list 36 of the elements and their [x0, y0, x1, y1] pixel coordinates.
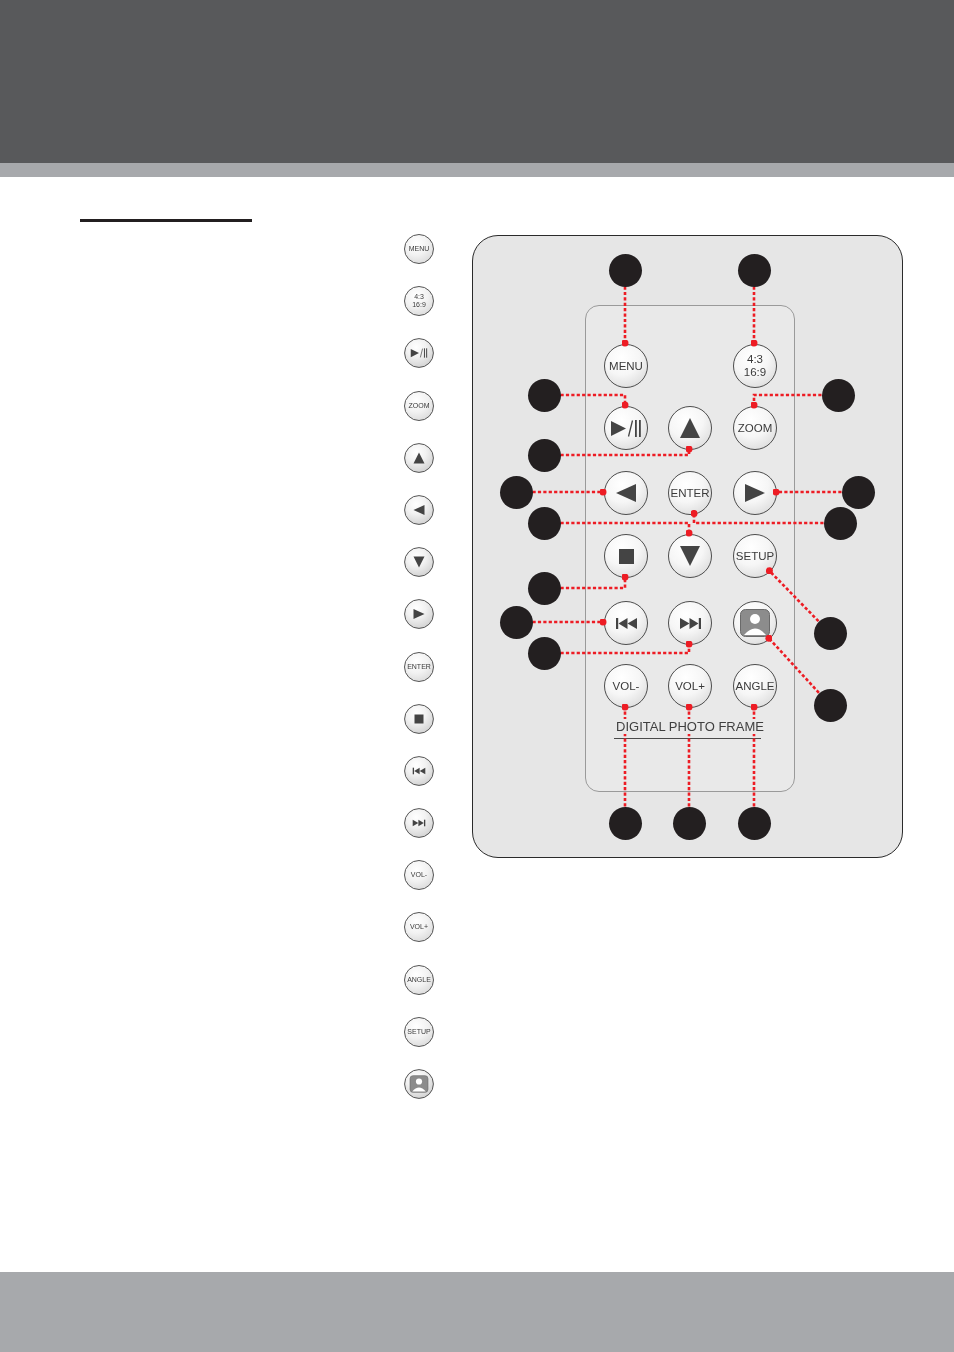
leader-line — [765, 567, 820, 623]
remote-button: MENU — [604, 344, 648, 388]
remote-button — [604, 471, 648, 515]
leader-line — [532, 618, 607, 626]
leader-line — [685, 703, 693, 807]
remote-button — [604, 534, 648, 578]
remote-button: SETUP — [733, 534, 777, 578]
leader-line — [621, 703, 629, 807]
leader-line — [560, 573, 629, 590]
remote-button — [668, 534, 712, 578]
leader-line — [750, 286, 758, 347]
leader-line — [621, 286, 629, 347]
remote-button: 4:3 16:9 — [733, 344, 777, 388]
leader-line — [560, 393, 629, 409]
remote-control-body — [585, 305, 795, 792]
leader-line — [765, 634, 820, 694]
remote-button: ZOOM — [733, 406, 777, 450]
leader-line — [772, 488, 842, 496]
leader-line — [560, 521, 693, 537]
remote-button — [668, 406, 712, 450]
remote-button — [604, 406, 648, 450]
remote-button — [733, 601, 777, 645]
remote-button: VOL- — [604, 664, 648, 708]
remote-button: ANGLE — [733, 664, 777, 708]
leader-line — [690, 509, 824, 525]
leader-line — [560, 445, 693, 457]
remote-button — [604, 601, 648, 645]
product-caption: DIGITAL PHOTO FRAME — [615, 719, 765, 734]
leader-line — [750, 393, 822, 409]
leader-line — [750, 703, 758, 807]
remote-button: VOL+ — [668, 664, 712, 708]
leader-line — [532, 488, 607, 496]
remote-button — [733, 471, 777, 515]
remote-button: ENTER — [668, 471, 712, 515]
leader-line — [560, 640, 693, 655]
remote-button — [668, 601, 712, 645]
